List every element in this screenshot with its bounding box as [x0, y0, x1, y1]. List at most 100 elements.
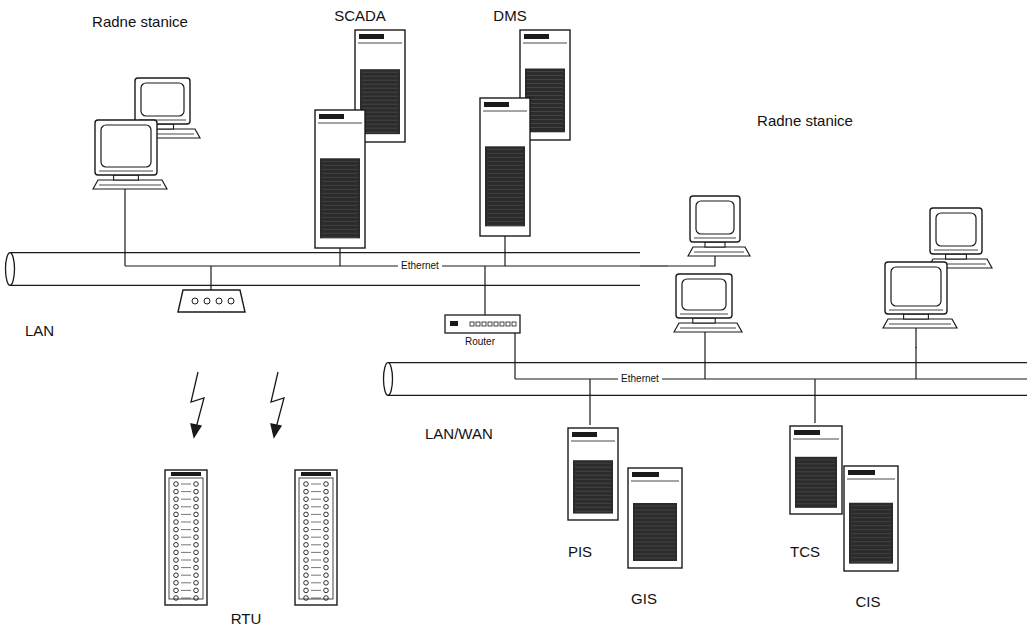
terminal-strip — [311, 560, 321, 561]
label-holder: LAN/WAN — [425, 425, 493, 443]
tower-case — [480, 98, 530, 236]
grille-line — [362, 100, 398, 101]
grille-line — [487, 181, 523, 182]
tower-seam — [631, 481, 679, 482]
keyboard — [674, 323, 742, 332]
monitor-bezel — [680, 314, 728, 315]
grille-line — [362, 92, 398, 93]
terminal-strip — [181, 575, 191, 576]
lightning-head — [191, 424, 201, 437]
terminal — [194, 505, 199, 510]
terminal-strip — [311, 598, 321, 599]
router-port — [470, 322, 474, 326]
grille-line — [487, 169, 523, 170]
grille-line — [527, 91, 563, 92]
router: Router — [440, 312, 525, 356]
server-tower — [315, 110, 365, 248]
device-label: PIS — [568, 543, 592, 561]
terminal — [174, 505, 179, 510]
terminal-strip — [311, 499, 321, 500]
modem — [178, 286, 245, 312]
grille-line — [851, 517, 891, 518]
grille-line — [851, 557, 891, 558]
drop-wire — [124, 189, 125, 217]
server-tower — [844, 466, 898, 571]
grille-line — [575, 479, 611, 480]
device-label: CIS — [855, 593, 880, 611]
device-label: Radne stanice — [757, 112, 853, 130]
grille-line — [362, 124, 398, 125]
grille-line — [322, 165, 358, 166]
terminal-strip — [181, 552, 191, 553]
server-icon — [838, 463, 900, 613]
grille-line — [797, 467, 835, 468]
grille-line — [362, 76, 398, 77]
grille-line — [797, 479, 835, 480]
terminal — [174, 581, 179, 586]
grille-line — [362, 132, 398, 133]
grille-line — [851, 545, 891, 546]
drop-wire — [504, 252, 505, 266]
terminal — [304, 543, 309, 548]
grille-line — [851, 549, 891, 550]
terminal — [194, 543, 199, 548]
grille-line — [487, 185, 523, 186]
terminal — [194, 527, 199, 532]
grille-line — [487, 177, 523, 178]
drop-wire — [704, 362, 705, 379]
crt-monitor — [93, 120, 167, 189]
grille-line — [487, 157, 523, 158]
drop-wire — [124, 252, 125, 266]
terminal — [194, 489, 199, 494]
terminal — [174, 497, 179, 502]
terminal — [324, 497, 329, 502]
terminal-strip — [311, 529, 321, 530]
bus-label: Ethernet — [618, 373, 662, 385]
network-label: LAN/WAN — [425, 425, 493, 443]
grille-line — [527, 79, 563, 80]
grille-line — [575, 511, 611, 512]
device-label: Router — [465, 336, 495, 348]
grille-line — [362, 96, 398, 97]
drive-slot — [848, 470, 875, 475]
grille-line — [527, 115, 563, 116]
tower-case — [628, 468, 682, 568]
router-port — [500, 322, 504, 326]
tower-seam — [358, 43, 402, 44]
network-link — [124, 217, 125, 252]
grille-line — [635, 518, 675, 519]
tower-grille — [849, 503, 893, 564]
terminal-strip — [181, 491, 191, 492]
terminal-strip — [311, 582, 321, 583]
device-label: RTU — [231, 610, 262, 628]
keyboard-keys — [694, 252, 744, 253]
drop-wire — [668, 256, 715, 266]
grille-line — [487, 197, 523, 198]
rtu-rack — [295, 470, 337, 605]
grille-line — [322, 185, 358, 186]
rack-case — [165, 470, 207, 605]
terminal — [324, 489, 329, 494]
terminal — [194, 565, 199, 570]
monitor-base — [693, 318, 715, 323]
tower-seam — [318, 123, 362, 124]
terminal — [174, 520, 179, 525]
grille-line — [487, 225, 523, 226]
ethernet-cable — [125, 265, 640, 266]
terminal — [174, 482, 179, 487]
ethernet-bus-icon — [383, 362, 1027, 396]
terminal — [174, 573, 179, 578]
ethernet-cable — [515, 378, 1027, 379]
terminal-strip — [311, 484, 321, 485]
grille-line — [797, 503, 835, 504]
monitor-bezel — [99, 171, 153, 172]
grille-line — [487, 165, 523, 166]
rack-top — [171, 472, 201, 476]
grille-line — [487, 221, 523, 222]
tower-case — [568, 428, 618, 520]
grille-line — [851, 533, 891, 534]
router-icon — [440, 312, 525, 356]
drop-wire — [514, 333, 515, 356]
terminal-strip — [181, 590, 191, 591]
bus-end — [6, 253, 15, 286]
